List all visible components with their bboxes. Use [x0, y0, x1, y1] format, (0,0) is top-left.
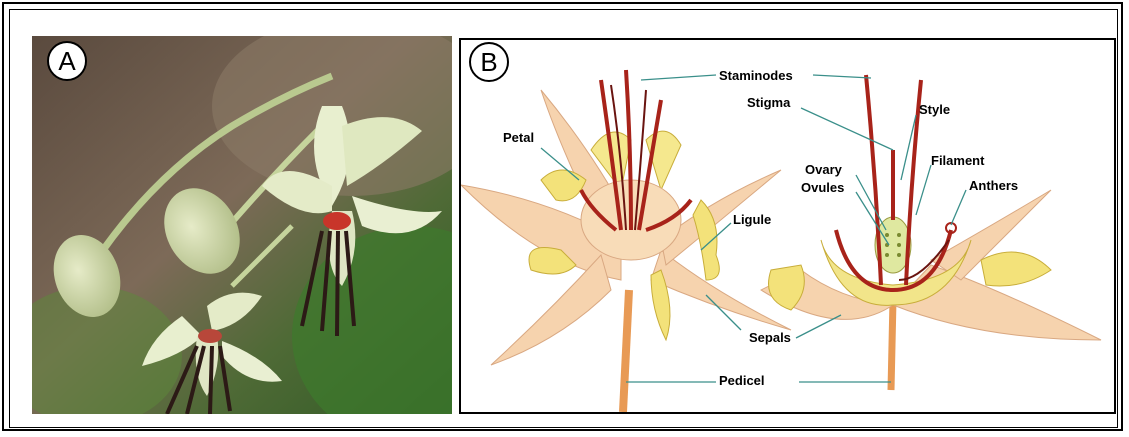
label-sepals: Sepals	[749, 330, 791, 345]
label-filament: Filament	[931, 153, 984, 168]
left-flower	[461, 70, 791, 412]
diagram-panel-b: B Staminodes Stigma Style Petal Ovary Ov…	[459, 38, 1116, 414]
left-pedicel	[623, 290, 629, 412]
flower-photo-illustration	[32, 36, 452, 414]
label-ovary: Ovary	[805, 162, 842, 177]
label-anthers: Anthers	[969, 178, 1018, 193]
panel-b-badge: B	[469, 42, 509, 82]
label-ligule: Ligule	[733, 212, 771, 227]
label-stigma: Stigma	[747, 95, 790, 110]
label-pedicel: Pedicel	[719, 373, 765, 388]
label-petal: Petal	[503, 130, 534, 145]
label-ovules: Ovules	[801, 180, 844, 195]
label-style: Style	[919, 102, 950, 117]
right-pedicel	[891, 300, 893, 390]
right-flower	[761, 75, 1101, 390]
label-staminodes: Staminodes	[719, 68, 793, 83]
panel-a-badge: A	[47, 41, 87, 81]
photo-panel-a: A	[32, 36, 452, 414]
